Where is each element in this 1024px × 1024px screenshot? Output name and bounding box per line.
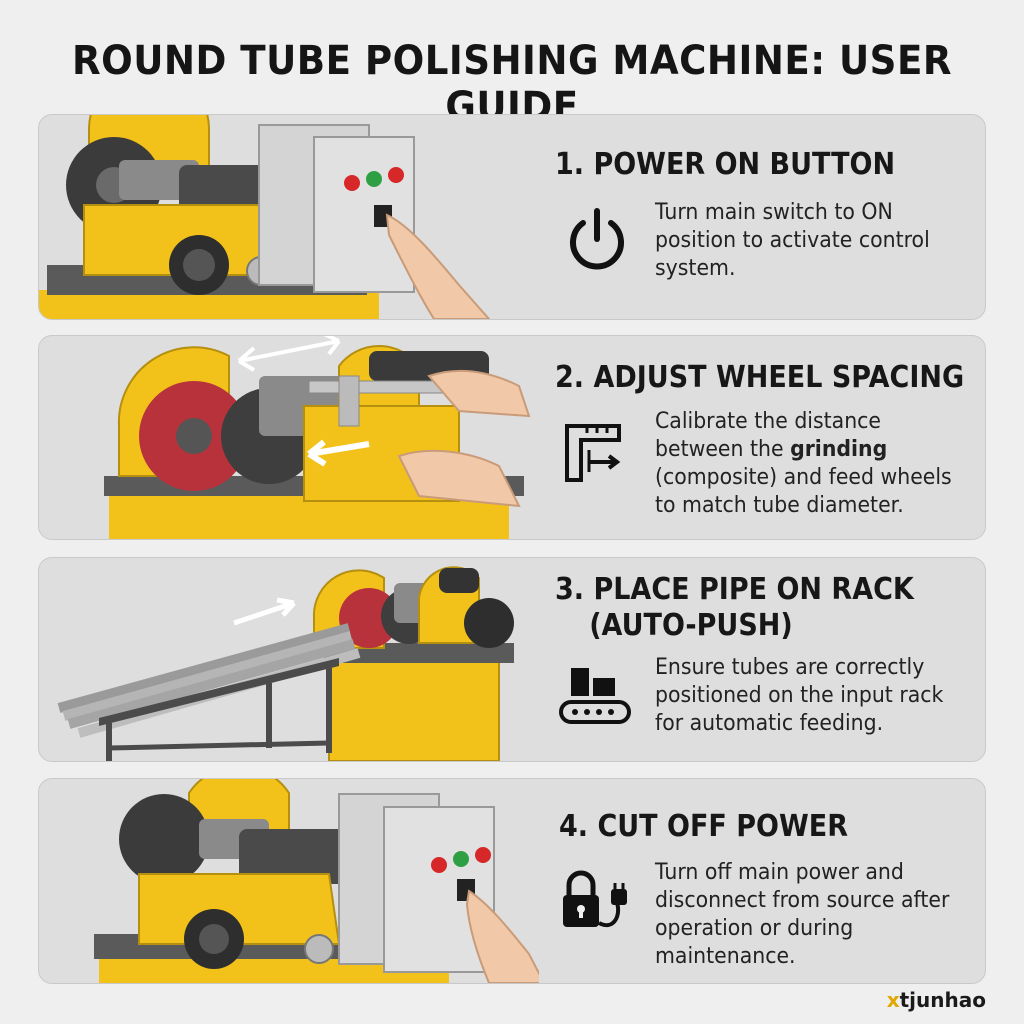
brand-mark: x: [886, 988, 900, 1012]
brand-name: tjunhao: [899, 988, 986, 1012]
step-2-description: Calibrate the distance between the grind…: [655, 408, 962, 520]
adjust-wheel-spacing-illustration: [104, 336, 531, 539]
caliper-measure-icon: [565, 424, 621, 482]
step-2-description-start: Calibrate the distance between the: [655, 409, 882, 462]
conveyor-icon: [559, 668, 631, 724]
step-1-panel: 1. POWER ON BUTTON Turn main switch to O…: [38, 114, 986, 320]
step-3-title-line1: 3. PLACE PIPE ON RACK: [555, 572, 914, 607]
lock-plug-icon: [563, 870, 627, 927]
power-on-illustration: [39, 115, 491, 319]
step-2-description-end: (composite) and feed wheels to match tub…: [655, 465, 952, 518]
step-2-title: 2. ADJUST WHEEL SPACING: [555, 360, 965, 395]
place-pipe-illustration: [57, 566, 514, 761]
step-1-description: Turn main switch to ON position to activ…: [655, 200, 930, 281]
step-4-title: 4. CUT OFF POWER: [559, 809, 848, 844]
cut-off-power-illustration: [94, 779, 539, 983]
step-4-description: Turn off main power and disconnect from …: [655, 860, 950, 969]
step-2-panel: 2. ADJUST WHEEL SPACING Calibrate the di…: [38, 335, 986, 540]
page-title: ROUND TUBE POLISHING MACHINE: USER GUIDE: [72, 38, 952, 130]
step-4-panel: 4. CUT OFF POWER Turn off main power and…: [38, 778, 986, 984]
power-icon: [570, 208, 624, 270]
step-3-title-line2: (AUTO-PUSH): [589, 608, 793, 643]
step-3-panel: 3. PLACE PIPE ON RACK (AUTO-PUSH) Ensure…: [38, 557, 986, 762]
step-1-title: 1. POWER ON BUTTON: [555, 147, 896, 182]
brand-logo: xtjunhao: [887, 988, 986, 1012]
step-2-description-bold: grinding: [790, 437, 888, 462]
step-3-description: Ensure tubes are correctly positioned on…: [655, 655, 944, 736]
step-3-title: 3. PLACE PIPE ON RACK (AUTO-PUSH): [555, 572, 914, 644]
